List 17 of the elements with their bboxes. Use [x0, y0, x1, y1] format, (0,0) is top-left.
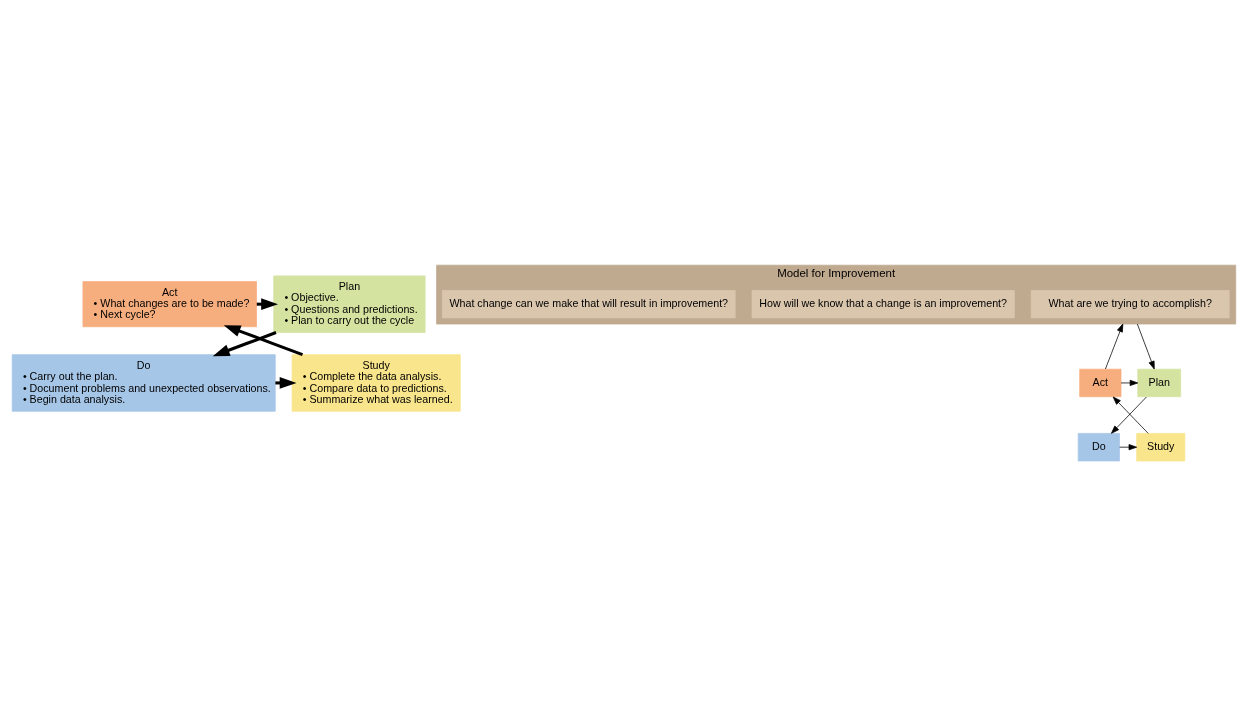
node-box: Act • What changes are to be made? • Next cycle?	[82, 280, 257, 327]
node-box: Plan • Objective. • Questions and predictions. • Plan to carry out the cycle	[273, 275, 426, 333]
arrow	[212, 330, 277, 356]
node-box: Act	[1079, 368, 1122, 397]
node-box: What change can we make that will result in improvement?	[441, 289, 736, 318]
node-box: Plan	[1137, 368, 1182, 397]
arrow	[1120, 379, 1139, 386]
arrow	[1119, 443, 1138, 450]
node-box: What are we trying to accomplish?	[1030, 289, 1230, 318]
node-box: Study	[1136, 432, 1186, 461]
arrow	[1105, 323, 1124, 369]
node-box: Do	[1077, 432, 1120, 461]
arrow	[223, 324, 304, 356]
node-box: Do • Carry out the plan. • Document problems and unexpected observations. • Begin data analysis.	[11, 353, 276, 412]
node-box: How will we know that a change is an improvement?	[751, 289, 1015, 318]
node-box: Study • Complete the data analysis. • Compare data to predictions. • Summarize what was learned.	[291, 353, 461, 412]
arrow	[1136, 323, 1155, 369]
